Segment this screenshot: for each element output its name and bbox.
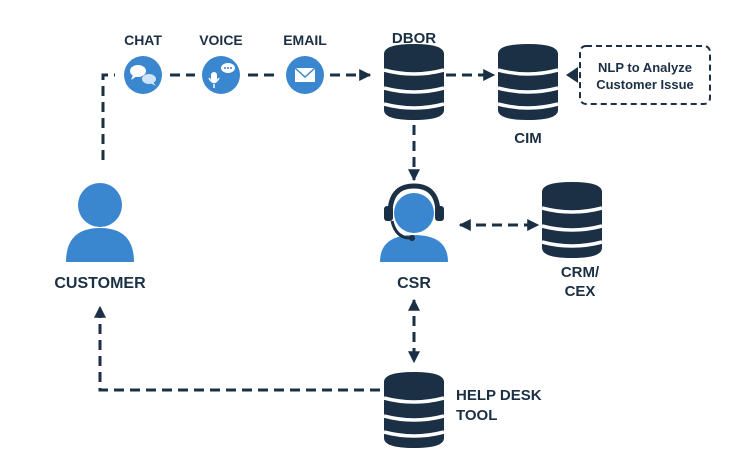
helpdesk-database-icon bbox=[382, 370, 446, 450]
csr-agent-icon bbox=[380, 183, 448, 262]
voice-label: VOICE bbox=[199, 32, 243, 48]
helpdesk-to-customer-arrow bbox=[94, 305, 380, 392]
connectors bbox=[94, 69, 540, 392]
csr-label: CSR bbox=[397, 275, 431, 292]
nlp-pointer-icon bbox=[566, 67, 578, 83]
customer-label: CUSTOMER bbox=[54, 275, 146, 292]
helpdesk-label-line1: HELP DESK bbox=[456, 387, 542, 404]
customer-person-icon bbox=[66, 183, 134, 262]
crm-label-line2: CEX bbox=[565, 283, 596, 300]
crm-label-line1: CRM/ bbox=[561, 264, 600, 281]
dbor-database-icon bbox=[382, 42, 446, 122]
email-label: EMAIL bbox=[283, 32, 327, 48]
chat-icon-node bbox=[124, 56, 162, 94]
helpdesk-label-line2: TOOL bbox=[456, 407, 497, 424]
microphone-chat-icon bbox=[208, 63, 235, 88]
voice-icon-node bbox=[202, 56, 240, 94]
crm-cex-database-icon bbox=[540, 180, 604, 260]
chat-bubbles-icon bbox=[130, 65, 156, 86]
chat-label: CHAT bbox=[124, 32, 162, 48]
nlp-note: NLP to Analyze Customer Issue bbox=[566, 45, 711, 105]
customer-to-chat-line bbox=[101, 73, 115, 160]
cim-label: CIM bbox=[514, 130, 542, 147]
email-icon-node bbox=[286, 56, 324, 94]
dbor-label: DBOR bbox=[392, 30, 436, 47]
nlp-note-line2: Customer Issue bbox=[596, 77, 694, 92]
cim-database-icon bbox=[496, 42, 560, 122]
envelope-icon bbox=[294, 67, 316, 82]
nlp-note-line1: NLP to Analyze bbox=[598, 60, 692, 75]
